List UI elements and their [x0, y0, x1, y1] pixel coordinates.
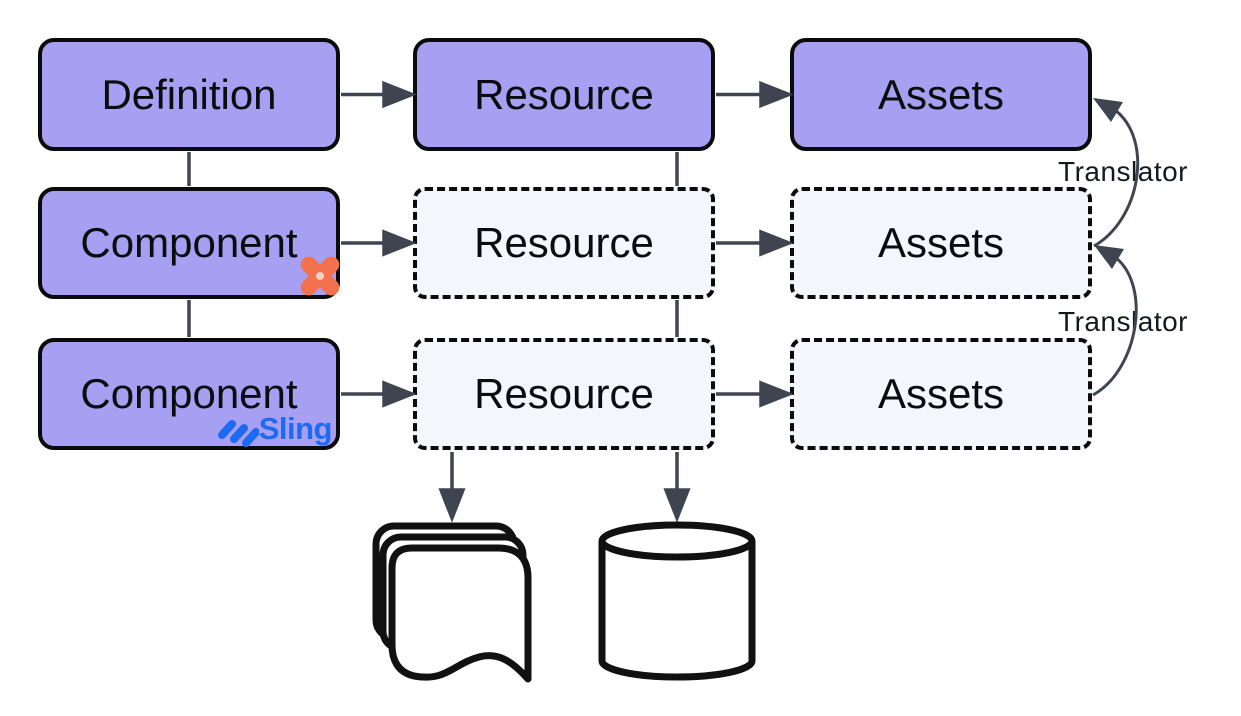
node-assets-row3-label: Assets [877, 370, 1005, 417]
arrow-component3-to-resource3 [341, 380, 417, 408]
node-component-row3-label: Component [80, 370, 298, 417]
node-assets-row1: Assets [790, 38, 1092, 151]
translator-label-top: Translator [1058, 156, 1189, 187]
node-resource-row2-label: Resource [474, 219, 654, 266]
node-assets-row1-label: Assets [877, 70, 1005, 118]
documents-stack-icon [372, 522, 532, 683]
arrow-resource2-to-assets2 [716, 229, 794, 257]
translator-label-bottom: Translator [1058, 306, 1189, 337]
node-resource-row1-label: Resource [474, 70, 654, 118]
arrow-resource3-to-database [663, 452, 691, 523]
node-component-row2-label: Component [80, 219, 298, 266]
node-definition-label: Definition [101, 70, 277, 118]
storage-arrows [438, 452, 691, 523]
node-resource-row3: Resource [413, 338, 715, 450]
arrow-component2-to-resource2 [341, 229, 417, 257]
translator-arrows [1092, 98, 1140, 397]
arrow-resource3-to-files [438, 452, 466, 523]
node-assets-row3: Assets [790, 338, 1092, 450]
arrow-definition-to-resource [341, 80, 417, 109]
node-component-row2: Component [38, 187, 340, 299]
node-assets-row2-label: Assets [877, 219, 1005, 266]
node-definition: Definition [38, 38, 340, 151]
node-resource-row3-label: Resource [474, 370, 654, 417]
arrow-resource1-to-assets1 [716, 80, 794, 109]
sling-logo: Sling [215, 412, 336, 448]
node-component-row3: Component Sling [38, 338, 340, 450]
sling-logo-label: Sling [258, 411, 333, 446]
arrow-resource3-to-assets3 [716, 380, 794, 408]
node-assets-row2: Assets [790, 187, 1092, 299]
database-cylinder-icon [598, 521, 756, 681]
sling-slashes-icon [217, 420, 259, 447]
node-resource-row2: Resource [413, 187, 715, 299]
node-resource-row1: Resource [413, 38, 715, 151]
